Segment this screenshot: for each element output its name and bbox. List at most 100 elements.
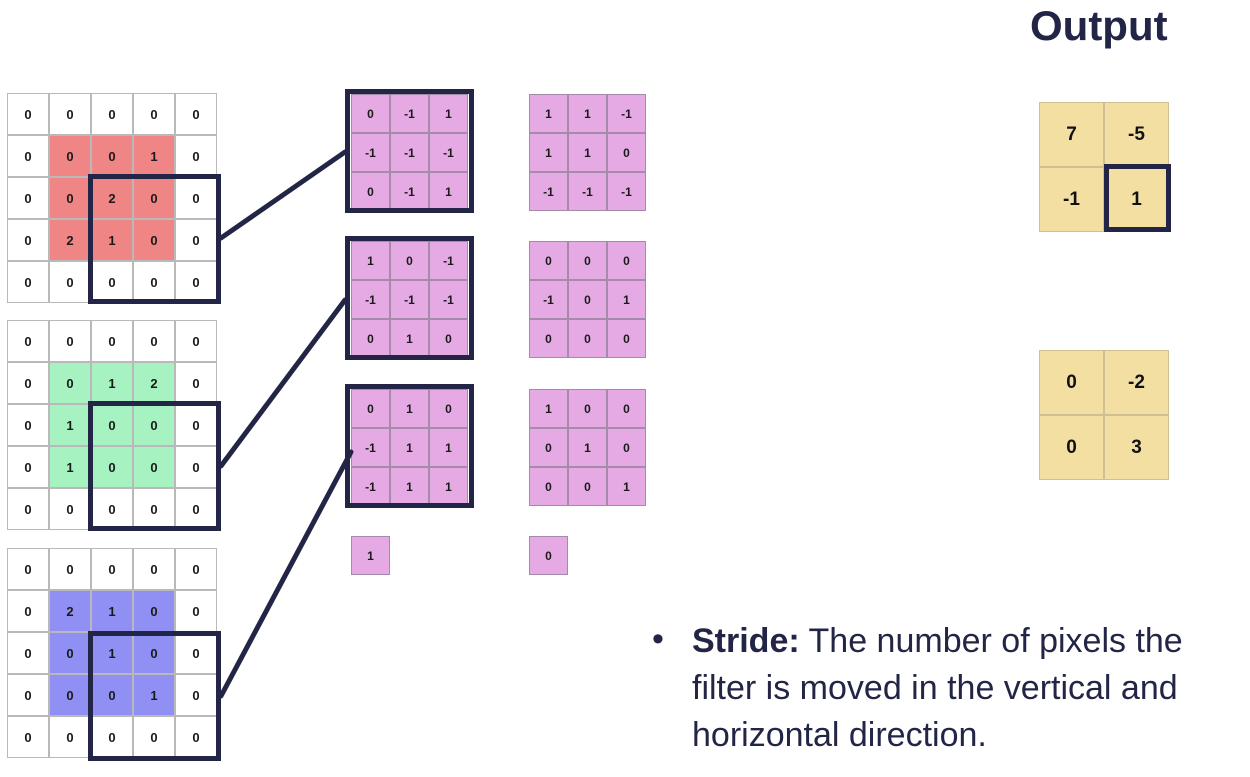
filter-w0-3-cell-r1-c0: -1: [351, 428, 390, 467]
filter-w0-2-cell-r1-c1: -1: [390, 280, 429, 319]
input-red-cell-r3-c4: 0: [175, 219, 217, 261]
filter-w0-1-cell-r1-c1: -1: [390, 133, 429, 172]
input-red-cell-r0-c2: 0: [91, 93, 133, 135]
input-blue-cell-r3-c1: 0: [49, 674, 91, 716]
output-1-cell-r1-c1: 1: [1104, 167, 1169, 232]
output-1-cell-r1-c0: -1: [1039, 167, 1104, 232]
filter-w0-1-cell-r2-c0: 0: [351, 172, 390, 211]
input-red-cell-r0-c4: 0: [175, 93, 217, 135]
input-blue-cell-r0-c3: 0: [133, 548, 175, 590]
input-blue-cell-r1-c4: 0: [175, 590, 217, 632]
stride-description: Stride: The number of pixels the filter …: [692, 618, 1250, 759]
input-blue-cell-r3-c0: 0: [7, 674, 49, 716]
input-red-cell-r3-c3: 0: [133, 219, 175, 261]
input-green-cell-r0-c2: 0: [91, 320, 133, 362]
filter-w1-1-cell-r0-c0: 1: [529, 94, 568, 133]
input-blue-cell-r0-c4: 0: [175, 548, 217, 590]
input-green-cell-r4-c2: 0: [91, 488, 133, 530]
input-blue-cell-r2-c0: 0: [7, 632, 49, 674]
filter-w1-2-cell-r0-c2: 0: [607, 241, 646, 280]
filter-w1-3-cell-r0-c2: 0: [607, 389, 646, 428]
receptive-field-frame-red: [88, 174, 221, 304]
input-green-cell-r4-c0: 0: [7, 488, 49, 530]
filter-w1-2-cell-r1-c1: 0: [568, 280, 607, 319]
filter-w0-2-cell-r0-c1: 0: [390, 241, 429, 280]
input-red-cell-r2-c3: 0: [133, 177, 175, 219]
filter-w0-3-cell-r0-c1: 1: [390, 389, 429, 428]
input-green-cell-r3-c1: 1: [49, 446, 91, 488]
input-green-cell-r1-c2: 1: [91, 362, 133, 404]
input-red-cell-r3-c0: 0: [7, 219, 49, 261]
filter-w1-2-cell-r2-c0: 0: [529, 319, 568, 358]
filter-w0-3-cell-r1-c1: 1: [390, 428, 429, 467]
input-red-cell-r2-c1: 0: [49, 177, 91, 219]
filter-w1-1-cell-r2-c0: -1: [529, 172, 568, 211]
filter-w0-1-cell-r0-c2: 1: [429, 94, 468, 133]
input-green-cell-r4-c4: 0: [175, 488, 217, 530]
input-blue-cell-r4-c0: 0: [7, 716, 49, 758]
bias-w1: 0: [529, 536, 568, 575]
filter-w1-1-cell-r1-c0: 1: [529, 133, 568, 172]
filter-w0-2-cell-r2-c2: 0: [429, 319, 468, 358]
input-blue-cell-r0-c1: 0: [49, 548, 91, 590]
filter-w1-1-cell-r2-c2: -1: [607, 172, 646, 211]
input-green-cell-r3-c0: 0: [7, 446, 49, 488]
input-red-cell-r2-c4: 0: [175, 177, 217, 219]
filter-w0-3-cell-r2-c0: -1: [351, 467, 390, 506]
filter-w1-3-cell-r0-c1: 0: [568, 389, 607, 428]
filter-w1-3-cell-r1-c2: 0: [607, 428, 646, 467]
input-red-cell-r0-c3: 0: [133, 93, 175, 135]
filter-w0-frame-2: [345, 236, 474, 360]
filter-w1-1-cell-r1-c1: 1: [568, 133, 607, 172]
input-green-cell-r1-c0: 0: [7, 362, 49, 404]
filter-w0-1-cell-r2-c1: -1: [390, 172, 429, 211]
filter-w1-3-cell-r1-c0: 0: [529, 428, 568, 467]
input-green-cell-r0-c4: 0: [175, 320, 217, 362]
input-green-cell-r2-c1: 1: [49, 404, 91, 446]
filter-w0-2-cell-r1-c0: -1: [351, 280, 390, 319]
input-red-cell-r0-c1: 0: [49, 93, 91, 135]
input-blue-cell-r2-c2: 1: [91, 632, 133, 674]
filter-w0-3-cell-r1-c2: 1: [429, 428, 468, 467]
output-highlight-frame: [1104, 164, 1171, 232]
filter-w0-3-cell-r0-c0: 0: [351, 389, 390, 428]
input-green-cell-r2-c4: 0: [175, 404, 217, 446]
output-2-cell-r1-c0: 0: [1039, 415, 1104, 480]
input-red-cell-r4-c3: 0: [133, 261, 175, 303]
filter-w0-2-cell-r0-c0: 1: [351, 241, 390, 280]
input-blue-cell-r3-c2: 0: [91, 674, 133, 716]
output-2-cell-r0-c0: 0: [1039, 350, 1104, 415]
stride-text: The number of pixels the filter is moved…: [692, 622, 1183, 754]
input-red-cell-r1-c2: 0: [91, 135, 133, 177]
bullet-point: •: [652, 620, 664, 658]
filter-w1-3-cell-r2-c0: 0: [529, 467, 568, 506]
filter-w0-3-cell-r0-c2: 0: [429, 389, 468, 428]
input-blue-cell-r4-c3: 0: [133, 716, 175, 758]
input-blue-cell-r1-c1: 2: [49, 590, 91, 632]
output-1-cell-r0-c0: 7: [1039, 102, 1104, 167]
input-red-cell-r2-c0: 0: [7, 177, 49, 219]
filter-w1-3-cell-r2-c2: 1: [607, 467, 646, 506]
input-green-cell-r3-c2: 0: [91, 446, 133, 488]
filter-w1-1-cell-r0-c2: -1: [607, 94, 646, 133]
input-blue-cell-r3-c4: 0: [175, 674, 217, 716]
input-green-cell-r3-c4: 0: [175, 446, 217, 488]
filter-w1-1-cell-r0-c1: 1: [568, 94, 607, 133]
input-red-cell-r0-c0: 0: [7, 93, 49, 135]
input-blue-cell-r2-c3: 0: [133, 632, 175, 674]
input-green-cell-r4-c3: 0: [133, 488, 175, 530]
filter-w0-1-cell-r2-c2: 1: [429, 172, 468, 211]
output-1-cell-r0-c1: -5: [1104, 102, 1169, 167]
input-green-cell-r0-c0: 0: [7, 320, 49, 362]
filter-w0-1-cell-r0-c1: -1: [390, 94, 429, 133]
input-green-cell-r4-c1: 0: [49, 488, 91, 530]
input-red-cell-r1-c1: 0: [49, 135, 91, 177]
input-green-cell-r0-c1: 0: [49, 320, 91, 362]
input-blue-cell-r0-c2: 0: [91, 548, 133, 590]
output-2-cell-r0-c1: -2: [1104, 350, 1169, 415]
